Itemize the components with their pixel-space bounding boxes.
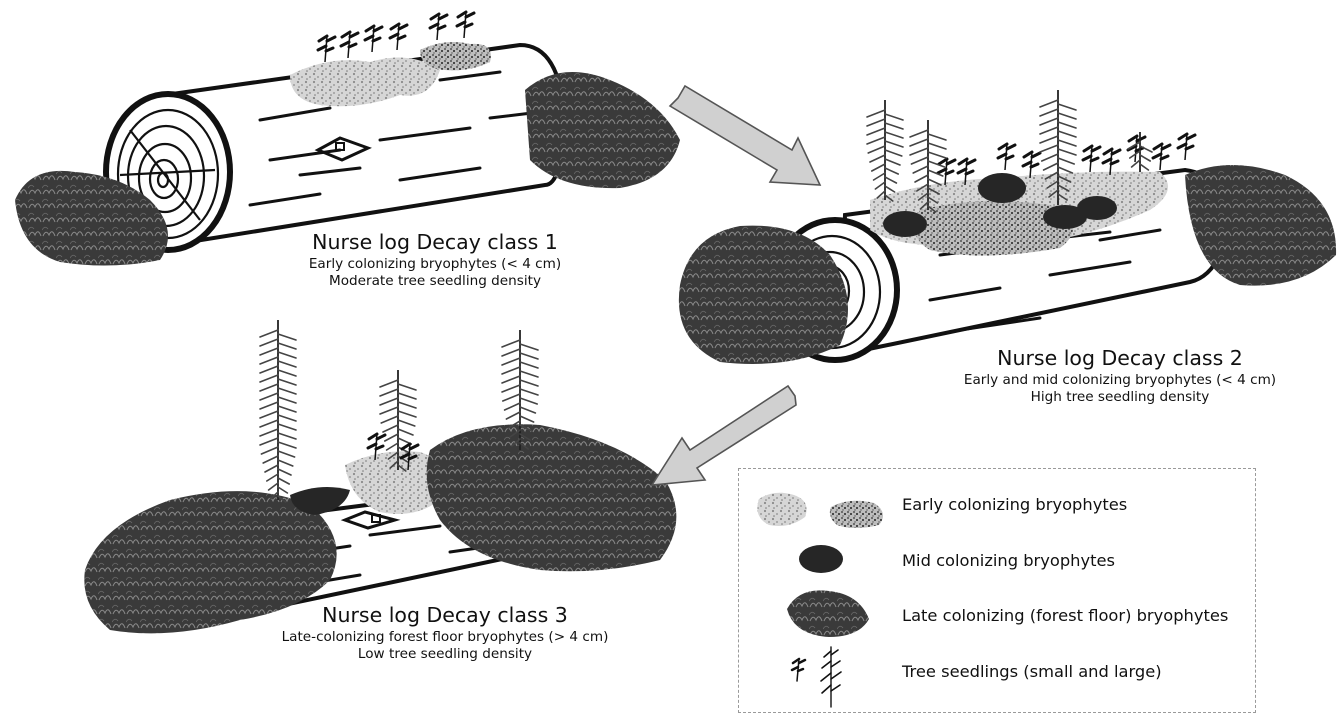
stage-description: Late-colonizing forest floor bryophytes … bbox=[280, 629, 610, 646]
stage-title: Nurse log Decay class 3 bbox=[280, 603, 610, 629]
legend-label-seedlings: Tree seedlings (small and large) bbox=[902, 662, 1162, 681]
legend-label-late: Late colonizing (forest floor) bryophyte… bbox=[902, 606, 1228, 625]
log-decay-class-3 bbox=[84, 424, 676, 633]
small-seedling bbox=[1083, 146, 1100, 172]
caption-decay-class-2: Nurse log Decay class 2 Early and mid co… bbox=[920, 346, 1320, 406]
stage-seedling-density: Low tree seedling density bbox=[280, 646, 610, 663]
stage-seedling-density: High tree seedling density bbox=[920, 389, 1320, 406]
small-seedling bbox=[341, 32, 358, 58]
small-seedling bbox=[1023, 152, 1040, 178]
stage-seedling-density: Moderate tree seedling density bbox=[270, 273, 600, 290]
legend-box: Early colonizing bryophytes Mid colonizi… bbox=[738, 468, 1256, 713]
small-seedling bbox=[938, 159, 955, 185]
small-seedling bbox=[1103, 149, 1120, 175]
stage-title: Nurse log Decay class 2 bbox=[920, 346, 1320, 372]
small-seedling bbox=[457, 12, 474, 38]
arrow-stage1-to-stage2 bbox=[670, 86, 820, 185]
small-seedling bbox=[998, 144, 1015, 170]
stage-description: Early and mid colonizing bryophytes (< 4… bbox=[920, 372, 1320, 389]
log-decay-class-2 bbox=[679, 165, 1336, 364]
legend-label-mid: Mid colonizing bryophytes bbox=[902, 551, 1115, 570]
stage-title: Nurse log Decay class 1 bbox=[270, 230, 600, 256]
large-seedling bbox=[260, 320, 296, 502]
early-bryophyte-icon bbox=[757, 493, 883, 528]
legend-label-early: Early colonizing bryophytes bbox=[902, 495, 1127, 514]
caption-decay-class-1: Nurse log Decay class 1 Early colonizing… bbox=[270, 230, 600, 290]
late-bryophyte-icon bbox=[787, 590, 869, 637]
small-seedling bbox=[1178, 134, 1195, 160]
large-seedling bbox=[867, 100, 903, 201]
small-seedling bbox=[318, 36, 335, 62]
small-seedling bbox=[430, 14, 447, 40]
small-seedling bbox=[390, 24, 407, 50]
mid-bryophyte-icon bbox=[799, 545, 843, 573]
small-seedling bbox=[365, 26, 382, 52]
small-seedling bbox=[1153, 144, 1170, 170]
caption-decay-class-3: Nurse log Decay class 3 Late-colonizing … bbox=[280, 603, 610, 663]
tree-seedling-icon bbox=[792, 647, 841, 707]
stage-description: Early colonizing bryophytes (< 4 cm) bbox=[270, 256, 600, 273]
